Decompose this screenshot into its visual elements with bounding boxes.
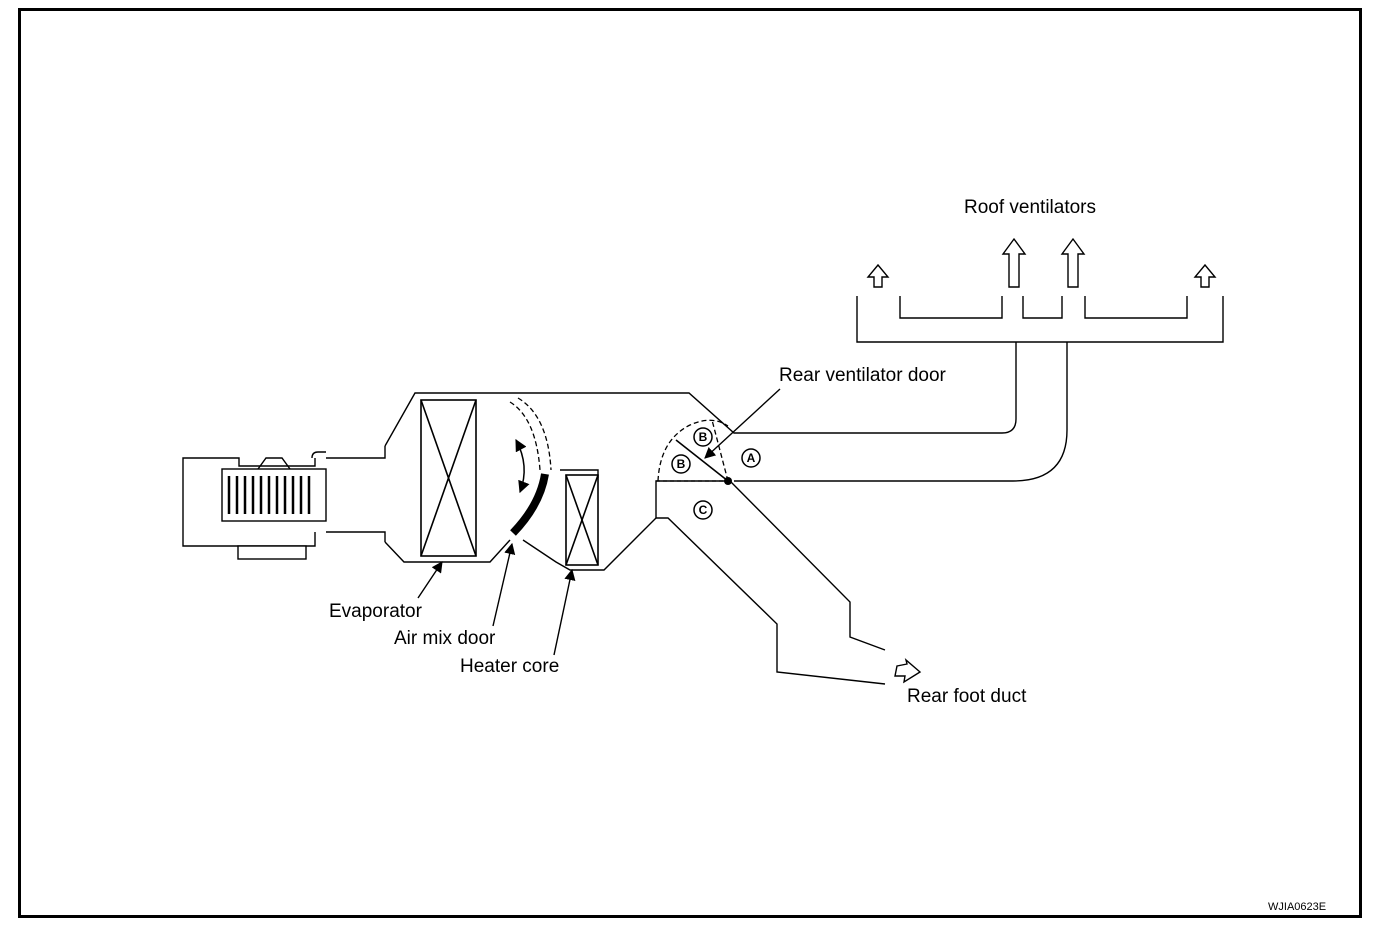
foot-duct-arrow (894, 658, 922, 684)
label-heater-core: Heater core (460, 656, 560, 677)
label-roof-ventilators: Roof ventilators (964, 197, 1097, 218)
figure-code: WJIA0623E (1268, 901, 1327, 913)
position-b-upper: B (699, 430, 708, 444)
label-rear-ventilator-door: Rear ventilator door (779, 365, 946, 386)
position-a: A (747, 451, 756, 465)
position-c: C (699, 503, 708, 517)
air-mix-door (509, 397, 552, 536)
leader-lines (417, 388, 781, 656)
position-markers (671, 427, 761, 520)
roof-ventilator-ducts (856, 296, 1224, 343)
label-rear-foot-duct: Rear foot duct (907, 686, 1027, 707)
hvac-case (384, 342, 1068, 685)
label-evaporator: Evaporator (329, 601, 422, 622)
heater-core (565, 474, 599, 566)
roof-vent-arrows (866, 237, 1217, 288)
blower-unit (182, 446, 386, 560)
position-b-lower: B (677, 457, 686, 471)
label-air-mix-door: Air mix door (394, 628, 496, 649)
evaporator-core (420, 399, 477, 557)
rear-ventilator-door (656, 419, 732, 485)
